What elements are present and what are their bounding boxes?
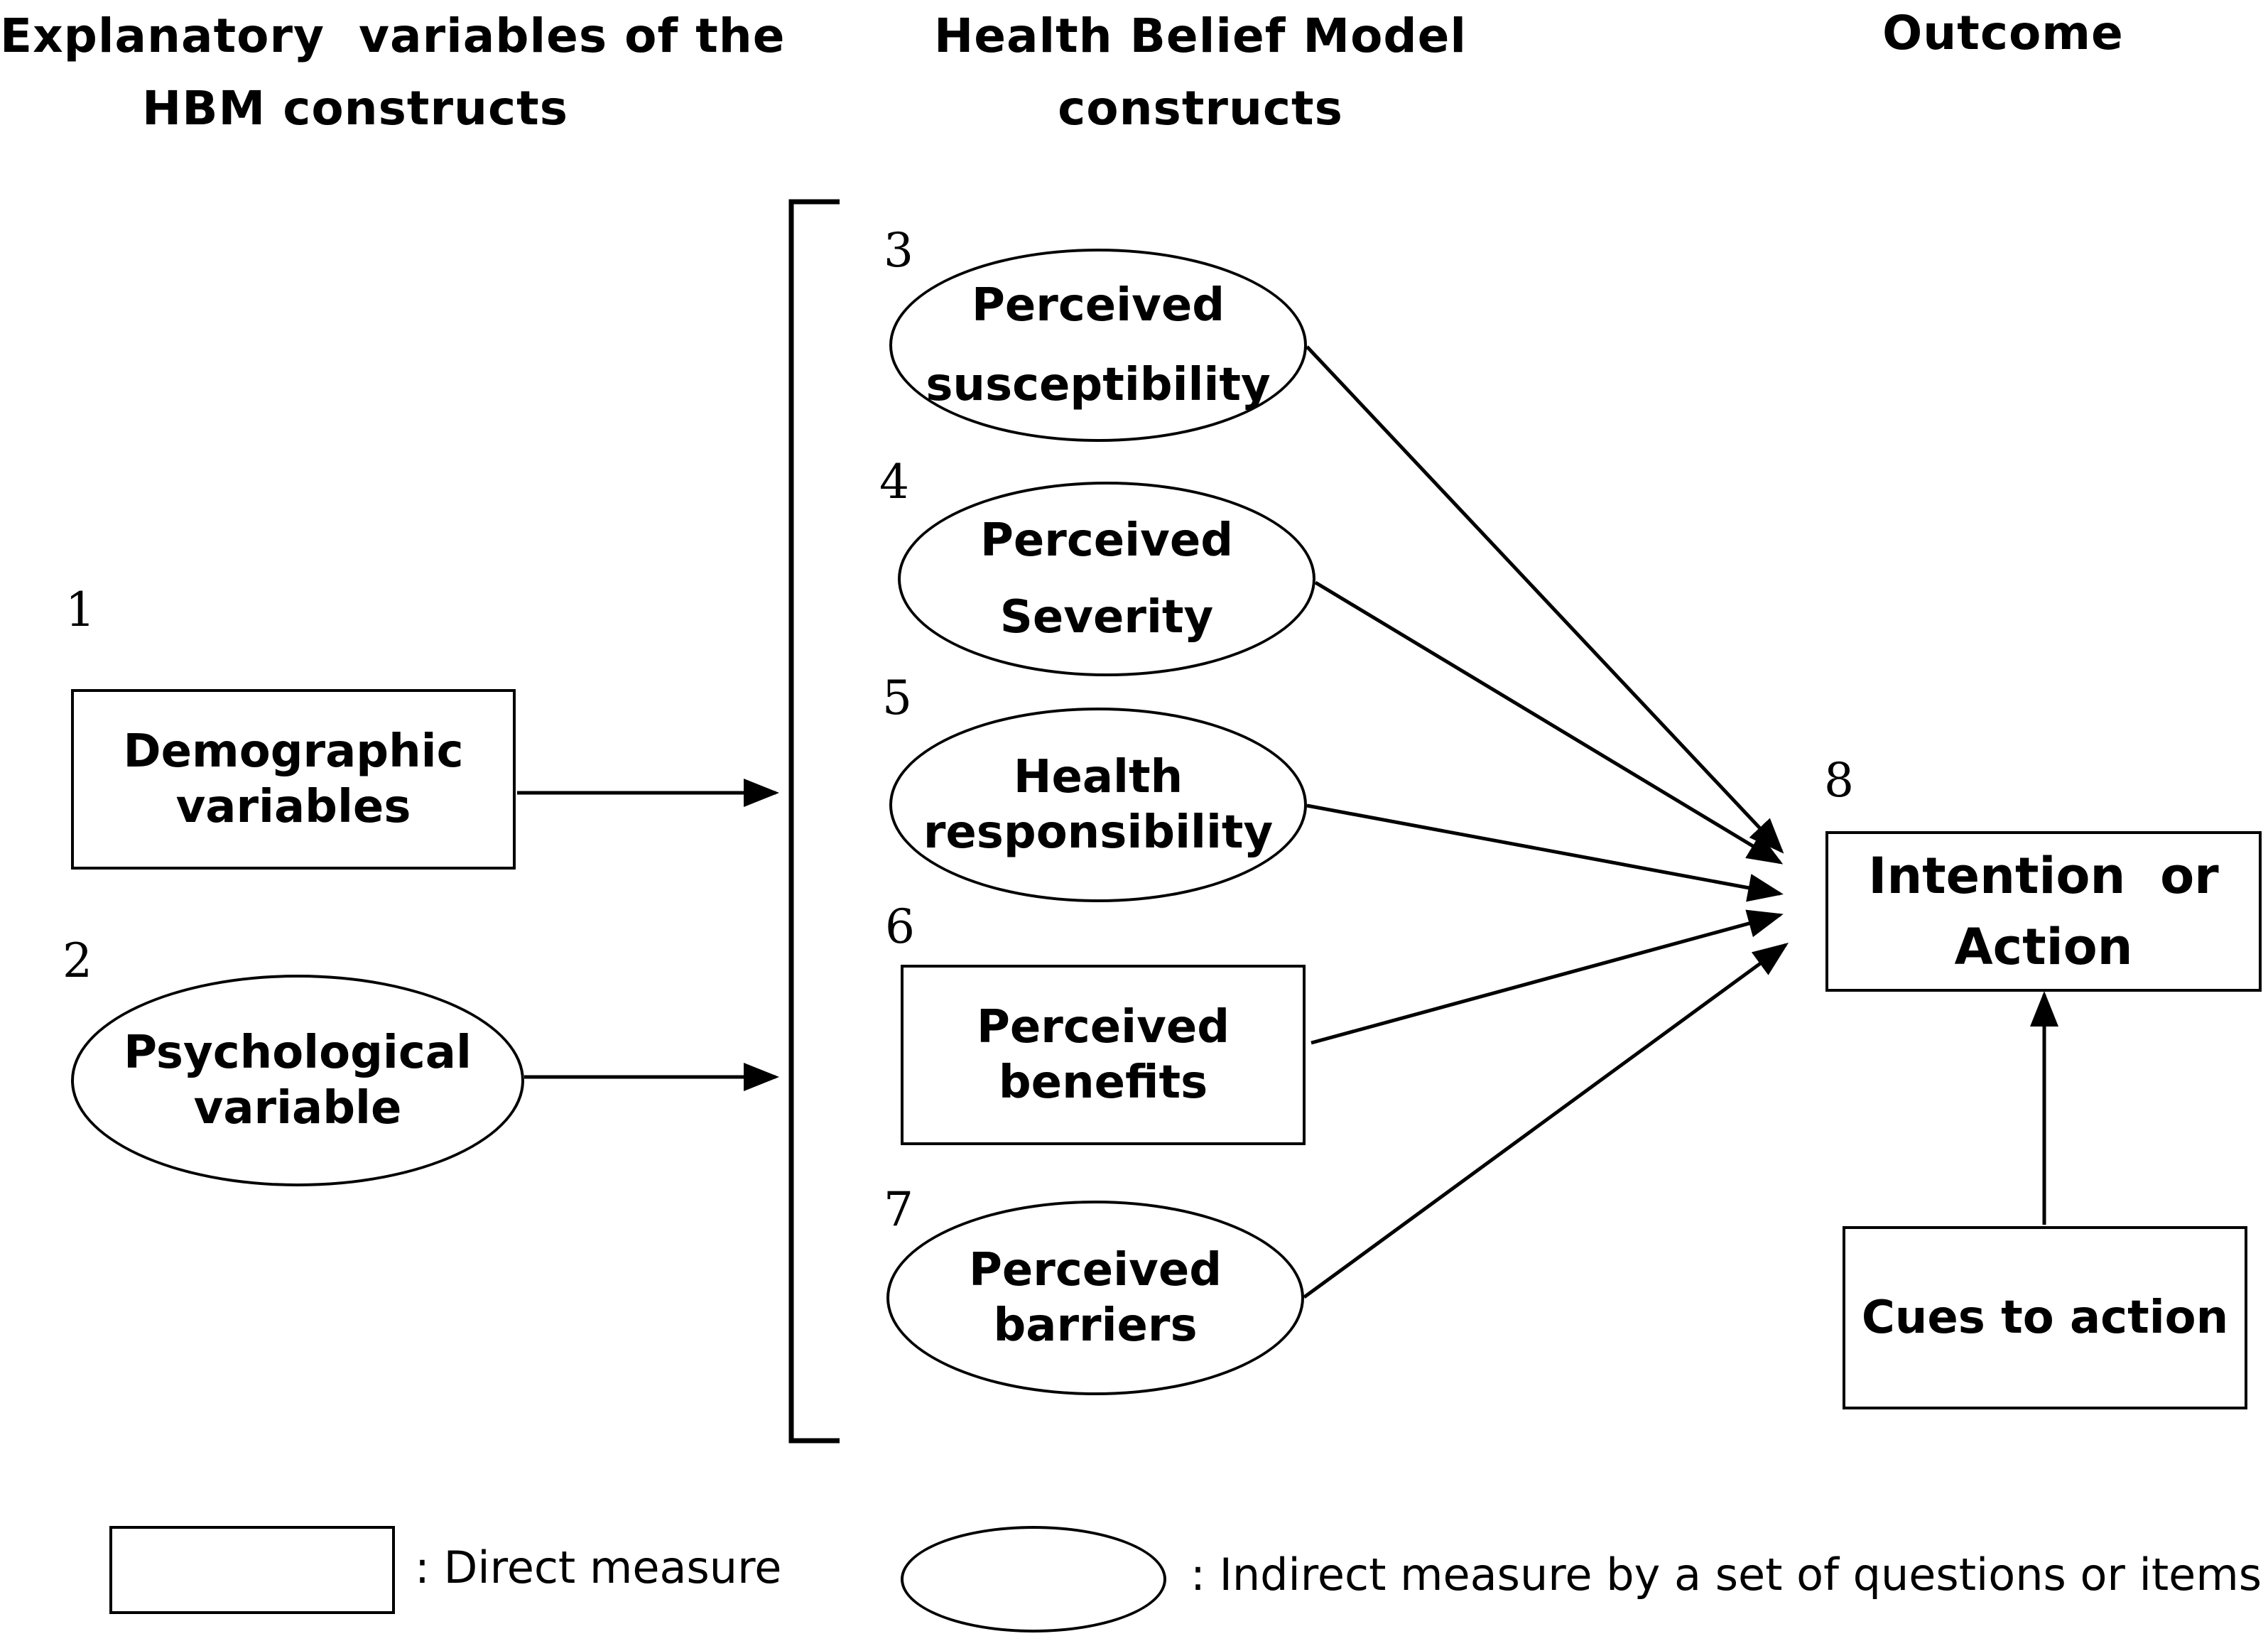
node-label-line: Cues to action — [1861, 1292, 2229, 1344]
node-label-line: susceptibility — [926, 359, 1271, 411]
node-number-4: 4 — [879, 455, 909, 509]
node-label-line: Perceived — [980, 514, 1234, 567]
edge-responsibility-to-outcome — [1306, 803, 1784, 902]
node-number-5: 5 — [882, 671, 912, 725]
node-perceived-susceptibility: Perceived susceptibility — [889, 249, 1307, 442]
node-number-2: 2 — [63, 933, 92, 988]
node-number-1: 1 — [65, 583, 95, 637]
node-label-line: variables — [175, 781, 411, 833]
node-label-line: Severity — [999, 591, 1214, 644]
edge-susceptibility-to-outcome — [1306, 345, 1784, 854]
node-label-line: Intention or — [1868, 847, 2219, 905]
edge-severity-to-outcome — [1314, 580, 1784, 865]
node-label-line: Psychological — [124, 1027, 472, 1079]
node-label-line: Perceived — [971, 279, 1225, 332]
node-number-7: 7 — [884, 1182, 913, 1237]
legend-indirect-measure: : Indirect measure by a set of questions… — [1190, 1549, 2262, 1601]
edge-benefits-to-outcome — [1311, 909, 1784, 1045]
node-label-line: Action — [1954, 918, 2133, 976]
header-hbm-line-1: Health Belief Model — [933, 9, 1467, 63]
legend-rectangle-symbol — [109, 1526, 395, 1614]
node-number-8: 8 — [1824, 753, 1854, 808]
edge-barriers-to-outcome — [1303, 943, 1789, 1299]
node-number-3: 3 — [884, 223, 913, 278]
hbm-constructs-bracket — [788, 199, 840, 1444]
header-explanatory-line-2: HBM constructs — [142, 81, 568, 136]
header-outcome-text: Outcome — [1882, 6, 2124, 60]
node-label-line: Health — [1013, 751, 1183, 803]
node-label-line: Demographic — [123, 725, 464, 778]
node-number-6: 6 — [885, 899, 915, 954]
header-hbm-line-2: constructs — [1058, 81, 1343, 136]
node-label-line: barriers — [993, 1299, 1198, 1352]
header-hbm-constructs: Health Belief Model constructs — [874, 0, 1527, 145]
node-label-line: Perceived — [976, 1001, 1230, 1054]
header-outcome: Outcome — [1790, 0, 2216, 70]
node-cues-to-action: Cues to action — [1843, 1226, 2247, 1409]
legend-direct-measure: : Direct measure — [415, 1542, 782, 1593]
legend-ellipse-symbol — [901, 1526, 1166, 1633]
node-label-line: Perceived — [968, 1244, 1222, 1296]
node-label-line: benefits — [998, 1056, 1208, 1109]
node-intention-or-action: Intention or Action — [1825, 831, 2262, 992]
node-label-line: variable — [193, 1082, 402, 1135]
node-label-line: responsibility — [923, 806, 1274, 859]
